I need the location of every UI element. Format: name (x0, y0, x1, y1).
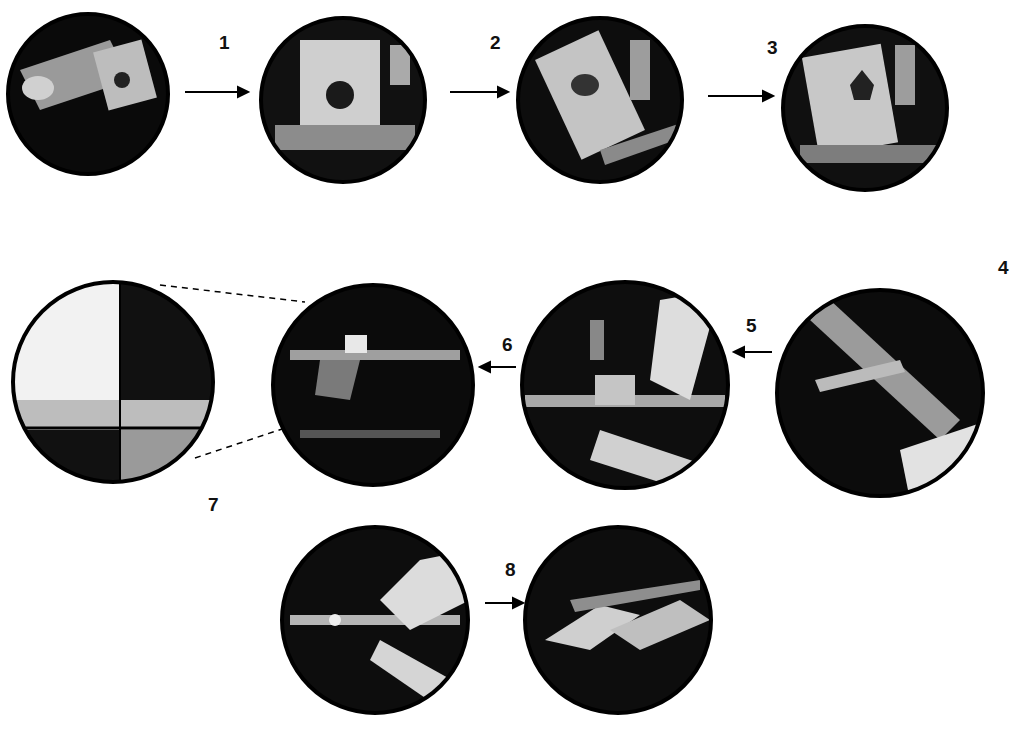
photo-background (280, 525, 470, 715)
photo-background (520, 525, 720, 715)
arrow-head (513, 598, 523, 608)
photo-circle (770, 285, 990, 500)
holder-end (22, 76, 54, 100)
arrow-head (763, 91, 773, 101)
photo-circle (775, 20, 955, 200)
screw-hole (326, 81, 354, 109)
slider (595, 375, 635, 405)
circle-frame (282, 527, 468, 713)
screw-hole (571, 74, 599, 96)
photo-circle (250, 10, 440, 200)
photo-background (775, 20, 955, 200)
photo-circle (10, 280, 220, 490)
circle-frame (8, 14, 168, 174)
step-arrow (742, 351, 772, 353)
circle-frame (13, 282, 213, 482)
photo-background (510, 10, 700, 200)
circle-frame (525, 527, 711, 713)
zoom-leader (195, 428, 285, 458)
hand (650, 290, 720, 400)
circle-frame (522, 282, 728, 488)
screw-hole (850, 70, 874, 100)
tube (810, 300, 960, 440)
photo-circle (0, 0, 180, 180)
circle-frame (518, 18, 682, 182)
crosshair-line (119, 280, 121, 490)
photo-circle (510, 10, 700, 200)
rail (290, 350, 460, 360)
step-arrow (485, 602, 515, 604)
clamp-block (535, 30, 645, 159)
callout-number: 5 (746, 316, 757, 335)
step-arrow (488, 366, 516, 368)
step-arrow (708, 95, 765, 97)
callout-number: 6 (502, 335, 513, 354)
clamp-block (93, 40, 157, 111)
clamp-block (300, 40, 380, 130)
tool (570, 580, 700, 612)
step-arrow (450, 91, 500, 93)
circle-frame (261, 18, 425, 182)
screw (329, 614, 341, 626)
callout-number: 4 (998, 258, 1009, 277)
screw-hole (114, 72, 130, 88)
photo-circle (515, 278, 735, 495)
step-arrow (185, 91, 240, 93)
crosshair-band (10, 400, 220, 430)
pin (815, 360, 905, 392)
slider (345, 335, 367, 353)
arrow-head (734, 347, 744, 357)
arrow-head (480, 362, 490, 372)
knob (590, 320, 604, 360)
knob (630, 40, 650, 100)
knob (895, 45, 915, 105)
photo-circle (270, 282, 480, 492)
base (300, 430, 440, 438)
clamp-block (802, 44, 898, 156)
callout-number: 7 (208, 495, 219, 514)
photo-background (250, 10, 440, 200)
arrow-head (498, 87, 508, 97)
zoom-leader (160, 285, 305, 302)
arrow-head (238, 87, 248, 97)
circle-frame (783, 26, 947, 190)
callout-number: 8 (505, 560, 516, 579)
circle-frame (273, 285, 473, 485)
step-arrows (185, 87, 773, 608)
photo-background (270, 282, 480, 492)
bracket (315, 360, 360, 400)
photo-circle (280, 525, 470, 715)
circle-frame (777, 290, 983, 496)
hand (370, 640, 470, 715)
photo-background (10, 280, 220, 490)
callout-number: 3 (767, 38, 778, 57)
rail (275, 125, 415, 150)
crosshair-line (10, 427, 220, 430)
photo-background (770, 285, 990, 500)
callout-number: 2 (490, 33, 501, 52)
photo-circle (520, 525, 720, 715)
callout-number: 1 (219, 33, 230, 52)
hand (610, 600, 710, 650)
hand (380, 550, 470, 630)
photo-background (0, 0, 180, 180)
